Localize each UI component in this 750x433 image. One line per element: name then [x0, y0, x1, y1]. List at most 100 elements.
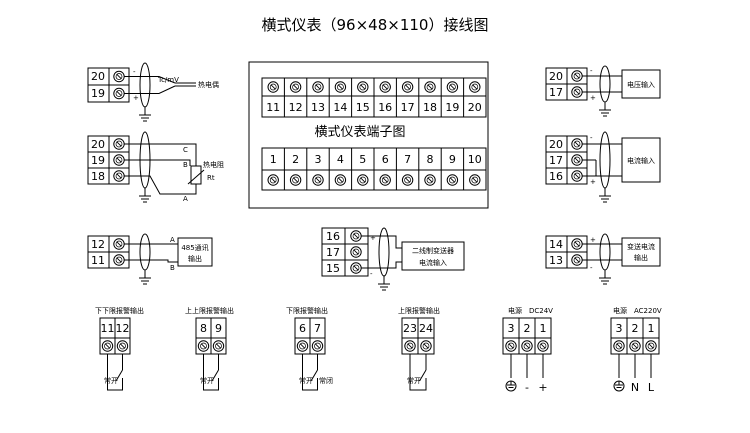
- contact-switch-icon: [211, 369, 219, 382]
- screw-terminal-icon: [116, 340, 129, 352]
- center-terminal-number: 1: [270, 153, 277, 166]
- center-terminal-number: 4: [337, 153, 344, 166]
- svg-text:A: A: [183, 195, 188, 203]
- center-terminal-number: 12: [289, 101, 303, 114]
- ground-icon: [598, 195, 612, 203]
- screw-terminal-icon: [571, 170, 583, 182]
- screw-terminal-icon: [212, 340, 225, 352]
- svg-text:16: 16: [549, 170, 563, 183]
- svg-text:11: 11: [101, 322, 115, 335]
- ground-icon: [598, 277, 612, 285]
- screw-terminal-icon: [197, 340, 210, 352]
- svg-text:20: 20: [549, 70, 563, 83]
- resistor-icon: [190, 165, 202, 185]
- screw-terminal-icon: [629, 340, 641, 352]
- svg-text:14: 14: [549, 238, 563, 251]
- tc-label: 热电偶: [198, 80, 219, 89]
- svg-text:17: 17: [326, 246, 340, 259]
- svg-text:20: 20: [91, 138, 105, 151]
- tc-terminal-2: 19: [91, 87, 105, 100]
- screw-terminal-icon: [571, 70, 583, 82]
- svg-text:+: +: [370, 234, 376, 242]
- contact-switch-icon: [310, 369, 318, 382]
- screw-terminal-icon: [645, 340, 657, 352]
- screw-terminal-icon: [311, 340, 324, 352]
- alarm-label: 上限报警输出: [398, 306, 440, 315]
- transmit-output-block: 14 13 + - 变送电流 输出: [545, 233, 661, 285]
- ground-icon: [613, 380, 625, 392]
- transmitter-block: 16 17 15 + - 二线制变送器 电流输入: [321, 227, 465, 291]
- svg-text:-: -: [590, 264, 593, 272]
- screw-terminal-icon: [571, 254, 583, 266]
- svg-text:12: 12: [116, 322, 130, 335]
- center-terminal-number: 15: [356, 101, 370, 114]
- screw-terminal-icon: [113, 138, 125, 150]
- center-terminal-number: 11: [266, 101, 280, 114]
- contact-switch-icon: [419, 369, 427, 382]
- screw-terminal-icon: [469, 81, 481, 93]
- svg-text:常闭: 常闭: [319, 376, 333, 385]
- screw-terminal-icon: [296, 340, 309, 352]
- svg-text:8: 8: [200, 322, 207, 335]
- svg-text:19: 19: [91, 154, 105, 167]
- alarm-label: 上上限报警输出: [185, 306, 234, 315]
- svg-text:Rt: Rt: [207, 174, 215, 182]
- svg-text:3: 3: [508, 322, 515, 335]
- svg-text:+: +: [590, 178, 596, 186]
- screw-terminal-icon: [289, 81, 302, 93]
- alarm-label: 下下限报警输出: [95, 306, 144, 315]
- center-terminal-number: 5: [359, 153, 366, 166]
- center-terminal-number: 9: [449, 153, 456, 166]
- svg-text:电源: 电源: [508, 306, 522, 315]
- center-terminal-number: 16: [378, 101, 392, 114]
- svg-text:常开: 常开: [104, 376, 118, 385]
- svg-text:3: 3: [616, 322, 623, 335]
- shielded-cable-icon: [599, 233, 611, 271]
- svg-text:电源: 电源: [613, 306, 627, 315]
- center-terminal-number: 10: [468, 153, 482, 166]
- ground-icon: [138, 277, 152, 285]
- screw-terminal-icon: [420, 340, 432, 352]
- tc-signal-label: Tc/mV: [157, 76, 179, 84]
- svg-text:9: 9: [215, 322, 222, 335]
- center-terminal-number: 14: [333, 101, 347, 114]
- screw-terminal-icon: [446, 81, 459, 93]
- screw-terminal-icon: [101, 340, 114, 352]
- svg-text:12: 12: [91, 238, 105, 251]
- screw-terminal-icon: [350, 230, 362, 242]
- alarm-group-2: 上上限报警输出 8 9 常开: [185, 306, 234, 391]
- screw-terminal-icon: [571, 86, 583, 98]
- screw-terminal-icon: [113, 70, 125, 83]
- thermocouple-block: 20 19 - + Tc/mV 热电偶: [87, 62, 219, 122]
- svg-text:常开: 常开: [407, 376, 421, 385]
- shielded-cable-icon: [599, 65, 611, 103]
- svg-text:18: 18: [91, 170, 105, 183]
- svg-text:23: 23: [403, 322, 417, 335]
- screw-terminal-icon: [401, 174, 414, 186]
- screw-terminal-icon: [312, 81, 324, 93]
- ground-icon: [138, 114, 152, 122]
- shielded-cable-icon: [139, 233, 151, 271]
- screw-terminal-icon: [113, 254, 125, 266]
- ground-icon: [138, 195, 152, 203]
- svg-text:C: C: [183, 146, 188, 154]
- screw-terminal-icon: [521, 340, 533, 352]
- svg-text:AC220V: AC220V: [634, 307, 662, 315]
- screw-terminal-icon: [424, 81, 436, 93]
- svg-text:B: B: [183, 161, 188, 169]
- voltage-input-label: 电压输入: [627, 80, 655, 89]
- screw-terminal-icon: [113, 170, 125, 182]
- ground-icon: [377, 283, 391, 291]
- svg-text:1: 1: [540, 322, 547, 335]
- rtd-label: 热电阻: [203, 160, 224, 169]
- screw-terminal-icon: [357, 174, 369, 186]
- transmit-output-label: 变送电流: [627, 242, 655, 251]
- svg-text:7: 7: [314, 322, 321, 335]
- svg-text:17: 17: [549, 154, 563, 167]
- svg-text:常开: 常开: [299, 376, 313, 385]
- svg-text:+: +: [590, 94, 596, 102]
- svg-text:+: +: [590, 236, 596, 244]
- rs485-block: 12 11 A B 485通讯 输出: [87, 233, 213, 285]
- screw-terminal-icon: [404, 340, 416, 352]
- center-terminal-number: 8: [427, 153, 434, 166]
